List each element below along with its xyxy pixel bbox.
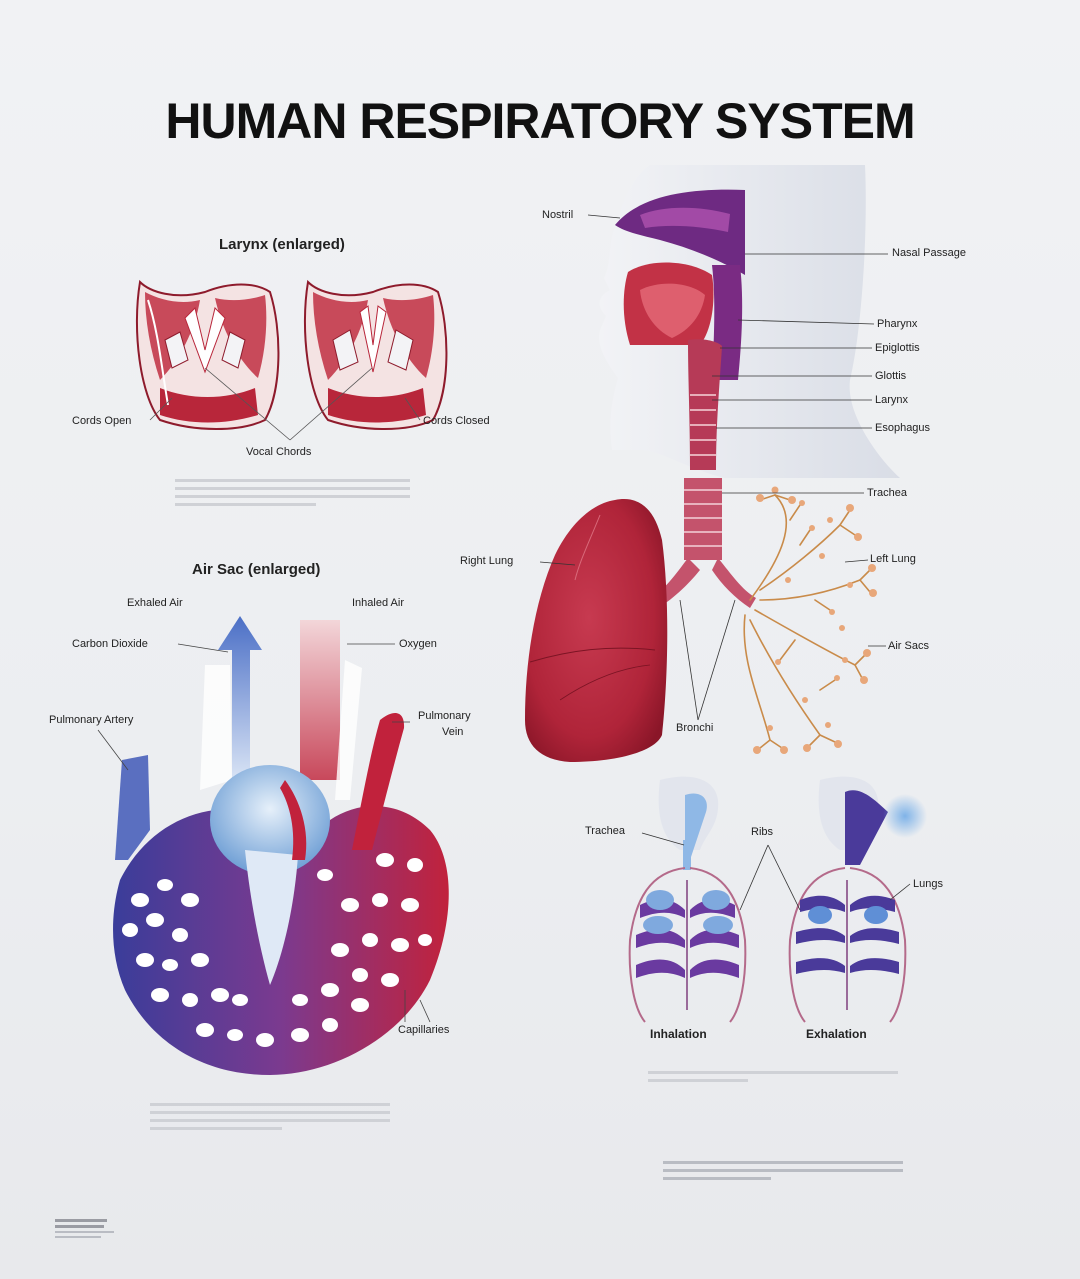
label-pharynx: Pharynx	[877, 318, 918, 330]
label-pulmonary-vein-line2: Vein	[442, 726, 464, 738]
left-lung-air-sacs-dots	[753, 486, 877, 754]
label-air-sacs: Air Sacs	[888, 640, 929, 652]
air-sac-heading: Air Sac (enlarged)	[192, 561, 321, 578]
label-right-lung: Right Lung	[460, 555, 514, 567]
air-sac-caption-placeholder	[150, 1100, 390, 1135]
breathing-pointer-lines	[641, 832, 911, 911]
label-inhalation: Inhalation	[650, 1027, 707, 1041]
left-lung-bronchial-tree-illustration	[743, 494, 871, 749]
label-esophagus: Esophagus	[875, 422, 931, 434]
label-ribs: Ribs	[751, 826, 774, 838]
label-inhaled-air: Inhaled Air	[352, 597, 404, 609]
label-trachea: Trachea	[867, 487, 907, 499]
breathing-caption-placeholder	[648, 1068, 898, 1087]
label-bronchi: Bronchi	[676, 722, 714, 734]
larynx-pointer-lines	[149, 367, 421, 441]
exhalation-ribcage-illustration	[788, 776, 927, 1023]
label-lungs: Lungs	[913, 878, 943, 890]
head-pointer-lines	[539, 214, 888, 721]
inhalation-ribcage-illustration	[628, 776, 747, 1023]
label-exhaled-air: Exhaled Air	[127, 597, 183, 609]
poster-title: HUMAN RESPIRATORY SYSTEM	[165, 93, 915, 149]
larynx-closed-illustration	[303, 279, 448, 430]
label-oxygen: Oxygen	[399, 638, 437, 650]
label-breathing-trachea: Trachea	[585, 825, 625, 837]
air-sac-illustration	[113, 616, 449, 1075]
label-pulmonary-vein-line1: Pulmonary	[418, 710, 471, 722]
label-pulmonary-artery: Pulmonary Artery	[49, 714, 134, 726]
label-exhalation: Exhalation	[806, 1027, 867, 1041]
air-sac-pointer-lines	[97, 643, 431, 1023]
larynx-caption-placeholder	[175, 476, 410, 511]
label-cords-closed: Cords Closed	[423, 415, 490, 427]
bottom-right-caption-placeholder	[663, 1158, 903, 1185]
label-glottis: Glottis	[875, 370, 907, 382]
label-nasal-passage: Nasal Passage	[892, 247, 966, 259]
label-left-lung: Left Lung	[870, 553, 916, 565]
publisher-logo	[55, 1217, 120, 1251]
larynx-heading: Larynx (enlarged)	[219, 236, 345, 253]
label-vocal-chords: Vocal Chords	[246, 446, 312, 458]
label-epiglottis: Epiglottis	[875, 342, 920, 354]
label-nostril: Nostril	[542, 209, 574, 221]
label-larynx: Larynx	[875, 394, 909, 406]
right-lung-illustration	[525, 499, 668, 762]
label-cords-open: Cords Open	[72, 415, 132, 427]
label-carbon-dioxide: Carbon Dioxide	[72, 638, 148, 650]
larynx-open-illustration	[135, 279, 280, 430]
label-capillaries: Capillaries	[398, 1024, 450, 1036]
